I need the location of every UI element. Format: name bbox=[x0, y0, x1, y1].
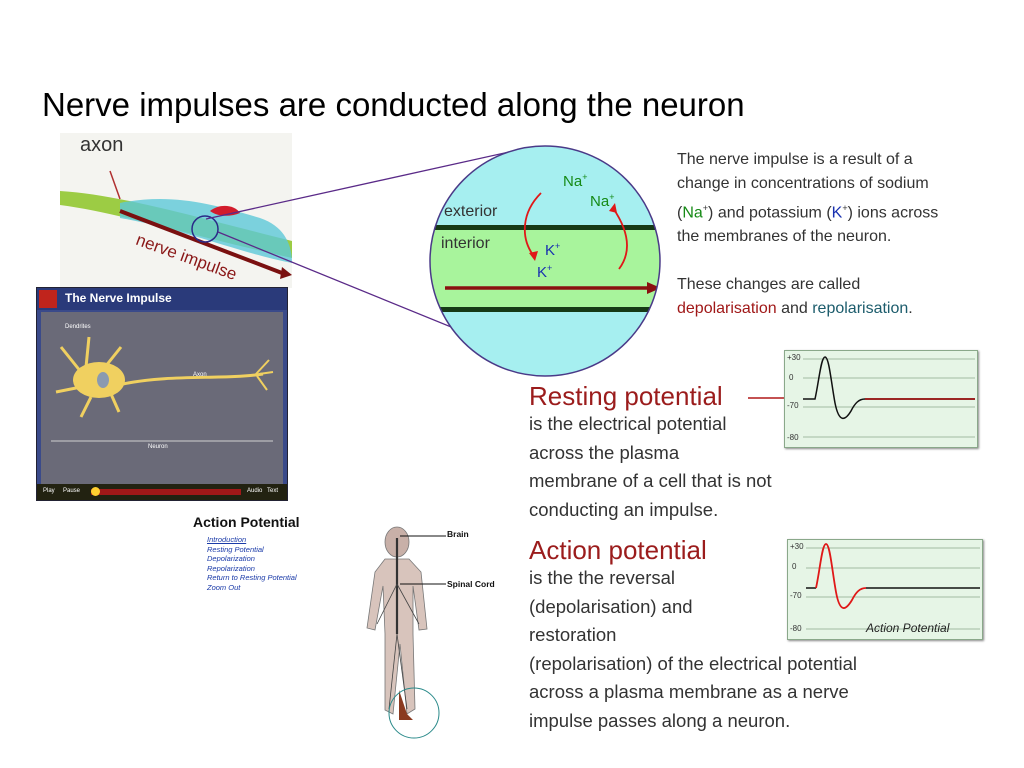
play-button[interactable]: Play bbox=[43, 488, 55, 494]
axon-image bbox=[60, 133, 292, 288]
graph-caption: Action Potential bbox=[866, 621, 950, 635]
progress-bar[interactable] bbox=[91, 489, 241, 495]
tick-label: -80 bbox=[790, 624, 802, 633]
tick-label: -70 bbox=[787, 401, 799, 410]
resting-potential-body: is the electrical potential across the p… bbox=[529, 413, 772, 520]
progress-knob[interactable] bbox=[91, 487, 100, 496]
animation-controls: Play Pause Audio Text bbox=[37, 484, 287, 500]
k-ion-2: K+ bbox=[537, 263, 553, 281]
action-potential-menu: Introduction Resting Potential Depolariz… bbox=[207, 535, 297, 592]
resting-potential-graph: +30 0 -70 -80 bbox=[784, 350, 978, 448]
menu-link[interactable]: Depolarization bbox=[207, 554, 255, 563]
tick-label: -70 bbox=[790, 591, 802, 600]
membrane-zoom-circle bbox=[429, 145, 661, 377]
axon-label: axon bbox=[80, 134, 124, 156]
action-potential-graph: +30 0 -70 -80 Action Potential bbox=[787, 539, 983, 640]
interior-label: interior bbox=[441, 235, 490, 252]
neuron-illustration bbox=[51, 336, 274, 442]
tick-label: 0 bbox=[792, 562, 797, 571]
slide-title: Nerve impulses are conducted along the n… bbox=[42, 86, 745, 123]
menu-link[interactable]: Introduction bbox=[207, 535, 247, 544]
text-button[interactable]: Text bbox=[267, 488, 279, 494]
action-potential-heading: Action potential bbox=[529, 535, 707, 565]
neuron-label: Neuron bbox=[148, 444, 168, 450]
animation-pane: Dendrites Axon Neuron bbox=[41, 312, 283, 484]
na-ion-1: Na+ bbox=[563, 172, 588, 190]
audio-button[interactable]: Audio bbox=[247, 488, 263, 494]
tick-label: +30 bbox=[787, 353, 801, 362]
tick-label: 0 bbox=[789, 373, 794, 382]
menu-link[interactable]: Repolarization bbox=[207, 563, 255, 573]
publisher-logo bbox=[39, 290, 57, 308]
pause-button[interactable]: Pause bbox=[63, 488, 81, 494]
spinal-cord-label: Spinal Cord bbox=[447, 579, 495, 589]
action-potential-menu-title: Action Potential bbox=[193, 514, 300, 530]
brain-label: Brain bbox=[447, 529, 469, 539]
na-ion-2: Na+ bbox=[590, 192, 615, 210]
axon-anim-label: Axon bbox=[193, 372, 207, 378]
exterior-label: exterior bbox=[444, 203, 498, 220]
menu-link[interactable]: Resting Potential bbox=[207, 544, 264, 554]
impulse-description: The nerve impulse is a result of a chang… bbox=[677, 151, 939, 318]
dendrites-label: Dendrites bbox=[65, 324, 91, 330]
menu-link[interactable]: Zoom Out bbox=[207, 582, 241, 592]
menu-link[interactable]: Return to Resting Potential bbox=[207, 573, 297, 582]
animation-title: The Nerve Impulse bbox=[65, 291, 172, 305]
body-nervous-system-figure bbox=[366, 526, 440, 739]
figure-leader-lines bbox=[400, 535, 446, 585]
nerve-impulse-animation: The Nerve Impulse Dendrites Axon Neuron … bbox=[36, 287, 288, 501]
action-potential-body: is the the reversal (depolarisation) and… bbox=[529, 567, 858, 731]
tick-label: -80 bbox=[787, 433, 799, 442]
k-ion-1: K+ bbox=[545, 241, 561, 259]
animation-header: The Nerve Impulse bbox=[37, 288, 287, 310]
resting-potential-heading: Resting potential bbox=[529, 381, 723, 411]
tick-label: +30 bbox=[790, 542, 804, 551]
